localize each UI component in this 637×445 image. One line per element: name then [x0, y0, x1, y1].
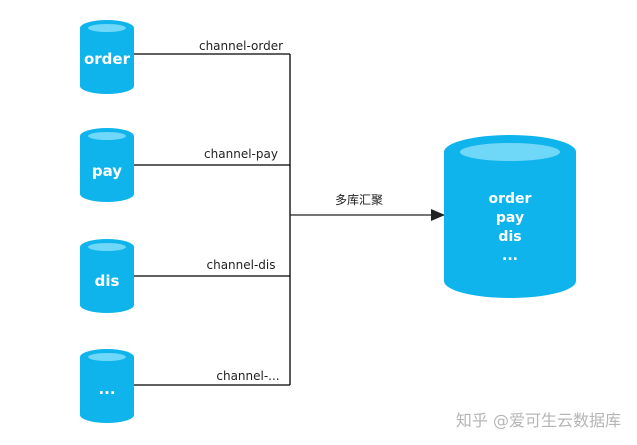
- channel-label-pay: channel-pay: [204, 147, 278, 161]
- channel-label-dis: channel-dis: [206, 258, 275, 272]
- target-db: order pay dis ...: [444, 135, 576, 298]
- watermark-text: 知乎 @爱可生云数据库: [456, 411, 621, 430]
- source-db-pay-label: pay: [92, 162, 122, 180]
- target-db-line-order: order: [489, 191, 532, 207]
- target-db-line-more: ...: [502, 248, 518, 264]
- channel-label-more: channel-...: [216, 369, 279, 383]
- connector-lines: [134, 53, 291, 386]
- channel-label-order: channel-order: [199, 39, 283, 53]
- source-db-more-label: ...: [98, 380, 115, 398]
- target-db-line-pay: pay: [496, 210, 524, 226]
- merge-label: 多库汇聚: [335, 192, 383, 207]
- source-db-pay: pay: [80, 128, 134, 202]
- source-db-dis-label: dis: [95, 272, 120, 290]
- source-db-dis: dis: [80, 239, 134, 313]
- target-db-line-dis: dis: [498, 229, 521, 245]
- source-db-order-label: order: [84, 50, 131, 68]
- source-db-order: order: [80, 20, 134, 94]
- source-db-more: ...: [80, 349, 134, 423]
